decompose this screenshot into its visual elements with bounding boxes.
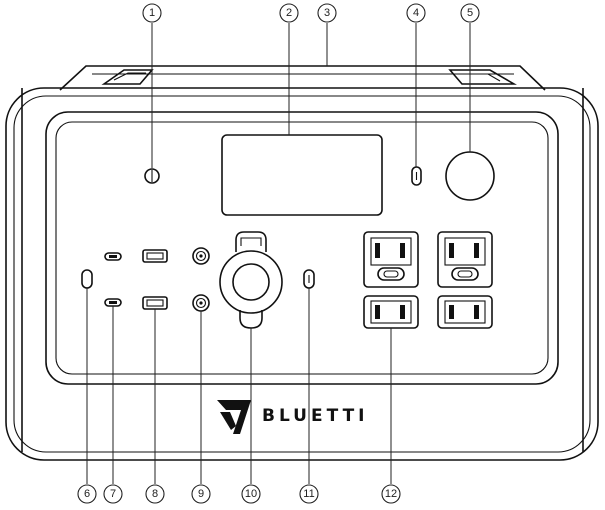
- usb-a-port-1: [142, 249, 168, 263]
- carry-handle: [59, 65, 546, 91]
- callout-label: 8: [152, 488, 158, 500]
- callouts-bottom: 6 7 8 9 10 11: [77, 484, 401, 504]
- dc-port-1: [192, 247, 210, 265]
- dc5521-ports: [192, 247, 210, 312]
- callout-label: 11: [303, 488, 314, 500]
- ac-outlet-top-left: [363, 231, 419, 288]
- callout-label: 3: [324, 7, 330, 19]
- car-outlet: [219, 231, 283, 329]
- brand-name: BLUETTI: [262, 406, 369, 426]
- usb-a-ports: [142, 249, 168, 310]
- callout-8: 8: [145, 484, 165, 504]
- callout-5: 5: [460, 3, 480, 23]
- usb-c-port-1: [104, 252, 122, 261]
- car-outlet-cap-top: [235, 231, 267, 252]
- handle-grip-left-detail: [113, 72, 146, 81]
- callout-label: 4: [413, 7, 419, 19]
- callout-label: 1: [149, 7, 155, 19]
- handle-grip-left: [101, 69, 154, 85]
- round-button: [144, 168, 160, 184]
- callout-3: 3: [317, 3, 337, 23]
- callout-label: 2: [286, 7, 292, 19]
- ac-outlet-top-right: [437, 231, 493, 288]
- outer-shell: [5, 87, 599, 461]
- callout-12: 12: [381, 484, 401, 504]
- car-outlet-ring: [219, 250, 283, 314]
- lcd-display: [221, 134, 383, 216]
- callout-11: 11: [299, 484, 319, 504]
- callout-4: 4: [406, 3, 426, 23]
- callout-10: 10: [241, 484, 261, 504]
- dc-button: [81, 269, 93, 289]
- car-outlet-socket: [232, 263, 270, 301]
- callout-label: 10: [245, 488, 257, 500]
- callout-1: 1: [142, 3, 162, 23]
- callout-label: 6: [84, 488, 90, 500]
- callout-label: 9: [198, 488, 204, 500]
- ac-outlet-bottom-right: [437, 295, 493, 329]
- callout-label: 7: [110, 488, 116, 500]
- handle-grip-right-detail: [462, 73, 501, 82]
- device-body: [5, 87, 599, 461]
- callout-label: 5: [467, 7, 473, 19]
- brand-logo: BLUETTI: [217, 400, 369, 434]
- callouts-top: 1 2 3 4 5: [142, 3, 480, 23]
- power-button: [445, 151, 495, 201]
- ac-button: [303, 269, 315, 289]
- handle-grip-right: [448, 69, 517, 85]
- callout-label: 12: [385, 488, 397, 500]
- leader-lines: [86, 23, 471, 484]
- callout-6: 6: [77, 484, 97, 504]
- ac-outlet-bottom-left: [363, 295, 419, 329]
- ac-outlets: [363, 231, 493, 329]
- display-button: [411, 166, 422, 186]
- callout-2: 2: [279, 3, 299, 23]
- callout-7: 7: [103, 484, 123, 504]
- brand-logo-mark: [217, 400, 251, 434]
- usb-c-ports: [104, 252, 122, 307]
- outer-shell-inner-edge: [13, 95, 591, 453]
- callout-9: 9: [191, 484, 211, 504]
- top-cover: [59, 65, 546, 91]
- front-panel-frame: [45, 111, 559, 385]
- top-left-button: [144, 168, 160, 184]
- front-panel: [55, 121, 549, 375]
